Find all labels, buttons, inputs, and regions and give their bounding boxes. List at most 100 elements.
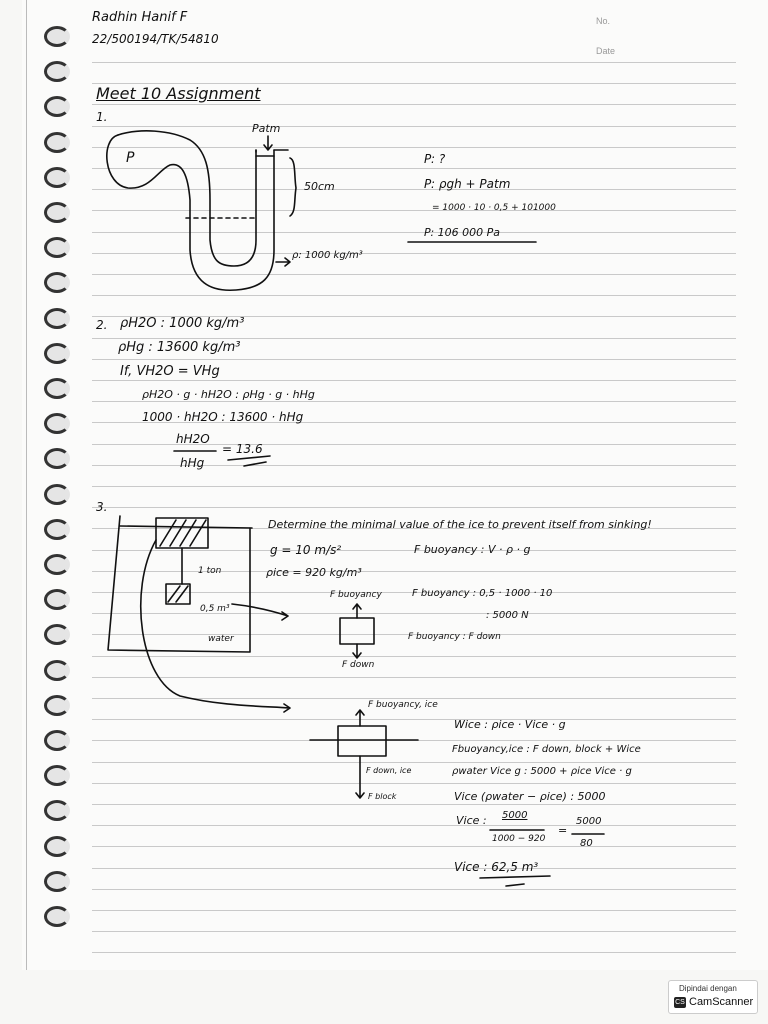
ruled-line bbox=[92, 910, 736, 911]
camscanner-brand: CamScanner bbox=[689, 996, 754, 1008]
patm-arrow bbox=[263, 135, 273, 151]
fbd1-box bbox=[339, 617, 375, 645]
binder-ring bbox=[44, 519, 70, 540]
binder-ring bbox=[44, 448, 70, 469]
weight-block-hatching bbox=[167, 585, 189, 603]
problem2-ratio-value: = 13.6 bbox=[222, 442, 263, 456]
binder-ring bbox=[44, 660, 70, 681]
problem3-buoyancy-formula: F buoyancy : V · ρ · g bbox=[414, 543, 531, 556]
fbd2-box bbox=[337, 725, 387, 757]
ruled-line bbox=[92, 401, 736, 402]
binder-ring bbox=[44, 96, 70, 117]
problem3-volume-label: 0,5 m³ bbox=[200, 604, 230, 614]
problem3-statement: Determine the minimal value of the ice t… bbox=[268, 518, 652, 531]
manometer-outer-wall bbox=[106, 134, 275, 292]
fbd2-bottom-label: F block bbox=[368, 792, 397, 801]
vice-fraction-num-2: 5000 bbox=[576, 816, 602, 827]
binder-ring bbox=[44, 484, 70, 505]
ice-leader-curve bbox=[139, 539, 291, 713]
weight-leader-arrow bbox=[231, 603, 289, 621]
problem2-line-1: ρH2O : 1000 kg/m³ bbox=[120, 316, 245, 331]
fbd2-down-arrow bbox=[355, 755, 365, 799]
problem1-patm-label: Patm bbox=[252, 122, 281, 135]
scanned-by-text: Dipindai dengan bbox=[679, 984, 737, 993]
date-label: Date bbox=[596, 46, 616, 56]
ruled-line bbox=[92, 592, 736, 593]
problem1-p-label: P bbox=[126, 150, 135, 166]
problem3-buoyancy-calc-2: : 5000 N bbox=[486, 610, 529, 621]
binder-ring bbox=[44, 272, 70, 293]
ruled-line bbox=[92, 719, 736, 720]
student-name: Radhin Hanif F bbox=[92, 10, 188, 25]
problem2-ratio-denominator: hHg bbox=[180, 456, 205, 470]
ruled-line bbox=[92, 825, 736, 826]
manometer-inner-wall bbox=[117, 130, 257, 267]
tank-walls bbox=[107, 515, 251, 653]
manometer-right-tube bbox=[255, 149, 289, 153]
notebook-page bbox=[22, 0, 768, 970]
student-id: 22/500194/TK/54810 bbox=[92, 32, 219, 46]
ruled-line bbox=[92, 189, 736, 190]
ruled-line bbox=[92, 846, 736, 847]
problem3-water-label: water bbox=[208, 634, 234, 644]
problem2-answer-underline-2 bbox=[243, 461, 267, 467]
fbd2-top-label: F buoyancy, ice bbox=[368, 700, 438, 710]
ruled-line bbox=[92, 316, 736, 317]
binder-ring bbox=[44, 343, 70, 364]
binder-ring bbox=[44, 624, 70, 645]
ruled-line bbox=[92, 126, 736, 127]
ruled-line bbox=[92, 486, 736, 487]
ruled-line bbox=[92, 62, 736, 63]
binder-ring bbox=[44, 237, 70, 258]
problem1-line-3: = 1000 · 10 · 0,5 + 101000 bbox=[432, 203, 556, 213]
ruled-line bbox=[92, 783, 736, 784]
density-arrow bbox=[275, 257, 291, 267]
problem1-answer: P: 106 000 Pa bbox=[424, 226, 501, 239]
ruled-line bbox=[92, 677, 736, 678]
binder-ring bbox=[44, 202, 70, 223]
binder-ring bbox=[44, 906, 70, 927]
problem2-line-4: ρH2O · g · hH2O : ρHg · g · hHg bbox=[142, 388, 315, 401]
ice-step-3: ρwater Vice g : 5000 + ρice Vice · g bbox=[452, 766, 632, 777]
vice-fraction-equals: = bbox=[558, 824, 568, 837]
ruled-line bbox=[92, 422, 736, 423]
problem3-result-underline bbox=[479, 875, 551, 879]
binder-ring bbox=[44, 730, 70, 751]
camscanner-logo-icon: CS bbox=[674, 997, 686, 1008]
ruled-line bbox=[92, 952, 736, 953]
problem1-number: 1. bbox=[96, 110, 108, 124]
ruled-line bbox=[92, 253, 736, 254]
ice-step-4: Vice (ρwater − ρice) : 5000 bbox=[454, 790, 606, 803]
problem3-buoyancy-calc-1: F buoyancy : 0,5 · 1000 · 10 bbox=[412, 588, 553, 599]
binder-ring bbox=[44, 378, 70, 399]
fbd1-down-arrow bbox=[352, 643, 362, 659]
ruled-line bbox=[92, 295, 736, 296]
fbd2-up-arrow bbox=[355, 709, 365, 727]
page-title: Meet 10 Assignment bbox=[96, 84, 261, 103]
binder-ring bbox=[44, 413, 70, 434]
ruled-line bbox=[92, 634, 736, 635]
binder-ring bbox=[44, 589, 70, 610]
ruled-line bbox=[92, 931, 736, 932]
problem3-given-g: g = 10 m/s² bbox=[270, 543, 342, 557]
problem2-answer-underline bbox=[227, 455, 271, 461]
ruled-line bbox=[92, 656, 736, 657]
ruled-line bbox=[92, 762, 736, 763]
ruled-line bbox=[92, 274, 736, 275]
fbd1-bottom-label: F down bbox=[342, 660, 375, 670]
ruled-line bbox=[92, 232, 736, 233]
problem1-line-1: P: ? bbox=[424, 152, 446, 166]
vice-fraction-den-2: 80 bbox=[580, 838, 593, 849]
fbd1-top-label: F buoyancy bbox=[330, 590, 382, 600]
fbd1-up-arrow bbox=[352, 603, 362, 619]
ice-step-1: Wice : ρice · Vice · g bbox=[454, 718, 566, 731]
ruled-line bbox=[92, 889, 736, 890]
problem3-result: Vice : 62,5 m³ bbox=[454, 860, 539, 874]
binder-ring bbox=[44, 167, 70, 188]
ruled-line bbox=[92, 613, 736, 614]
ruled-line bbox=[92, 210, 736, 211]
ruled-line bbox=[92, 571, 736, 572]
problem3-result-underline-2 bbox=[505, 883, 525, 887]
ruled-line bbox=[92, 698, 736, 699]
problem1-line-2: P: ρgh + Patm bbox=[424, 177, 511, 191]
